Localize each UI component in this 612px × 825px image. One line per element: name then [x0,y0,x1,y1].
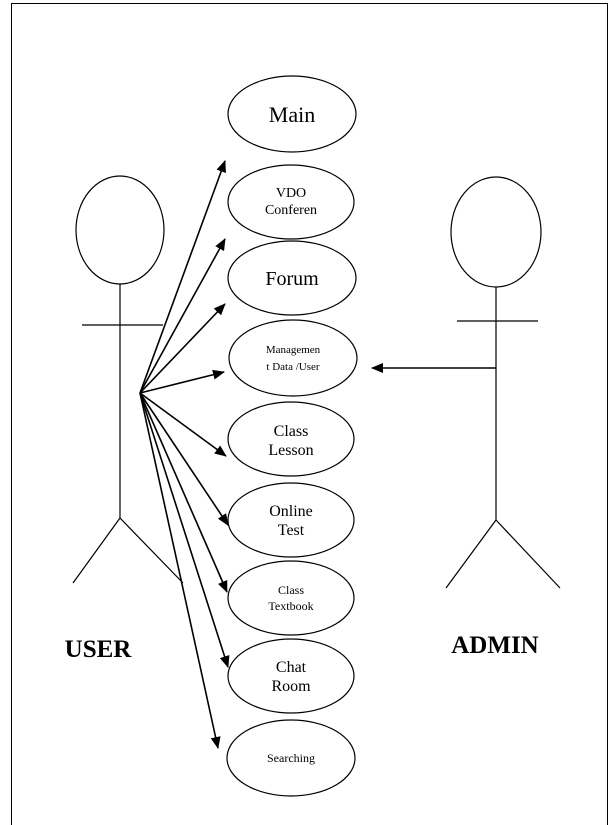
user-actor-right-leg [119,517,184,584]
use-case-label-line-1: Managemen [266,344,321,356]
use-case-management-data-user: Managemen t Data /User [228,319,358,397]
use-case-searching: Searching [226,719,356,797]
use-case-ellipse [228,319,358,397]
use-case-ellipse [227,75,357,153]
user-actor-head [75,175,165,285]
associations [139,160,496,749]
use-case-class-textbook: Class Textbook [227,560,355,636]
use-case-ellipse [227,240,357,316]
use-case-vdo-conference: VDO Conferen [227,164,355,240]
association-user-main [139,160,226,394]
use-case-forum: Forum [227,240,357,316]
association-user-chat-room [139,392,230,668]
admin-actor-label: ADMIN [451,632,539,659]
use-case-ellipse [227,560,355,636]
user-actor-label: USER [65,636,133,663]
use-case-label-line-1: Class [278,583,304,597]
use-case-ellipse [227,164,355,240]
association-user-vdo-conference [139,238,226,394]
use-case-label-line-2: Textbook [268,599,313,613]
use-case-chat-room: Chat Room [227,638,355,714]
admin-actor-left-leg [445,519,497,589]
use-case-label-line-2: t Data /User [266,361,319,373]
association-user-class-textbook [139,392,228,593]
diagram-frame [11,3,608,825]
association-user-forum [139,303,226,394]
user-actor [72,175,184,584]
use-case-label-line-1: Online [269,503,313,520]
use-case-label-line-1: VDO [276,186,306,201]
association-user-management-data-user [139,369,225,394]
association-user-class-lesson [139,392,227,457]
use-case-label: Main [269,102,315,127]
use-case-online-test: Online Test [227,482,355,558]
use-case-ellipse [227,401,355,477]
admin-actor-right-leg [495,519,561,589]
admin-actor-head [450,176,542,288]
use-case-label-line-1: Class [274,423,309,440]
use-case-label-line-2: Lesson [268,442,313,459]
use-case-label-line-2: Conferen [265,203,317,218]
user-actor-left-leg [72,517,121,584]
use-case-main: Main [227,75,357,153]
use-case-label: Forum [265,268,319,290]
use-case-label: Searching [267,751,315,765]
association-user-online-test [139,392,229,526]
use-case-label-line-2: Room [271,678,311,695]
use-case-label-line-2: Test [278,522,305,539]
admin-actor [445,176,561,589]
use-case-ellipse [227,638,355,714]
association-user-searching [139,392,221,749]
use-case-ellipse [226,719,356,797]
use-case-ellipse [227,482,355,558]
use-case-label-line-1: Chat [276,659,307,676]
use-case-class-lesson: Class Lesson [227,401,355,477]
